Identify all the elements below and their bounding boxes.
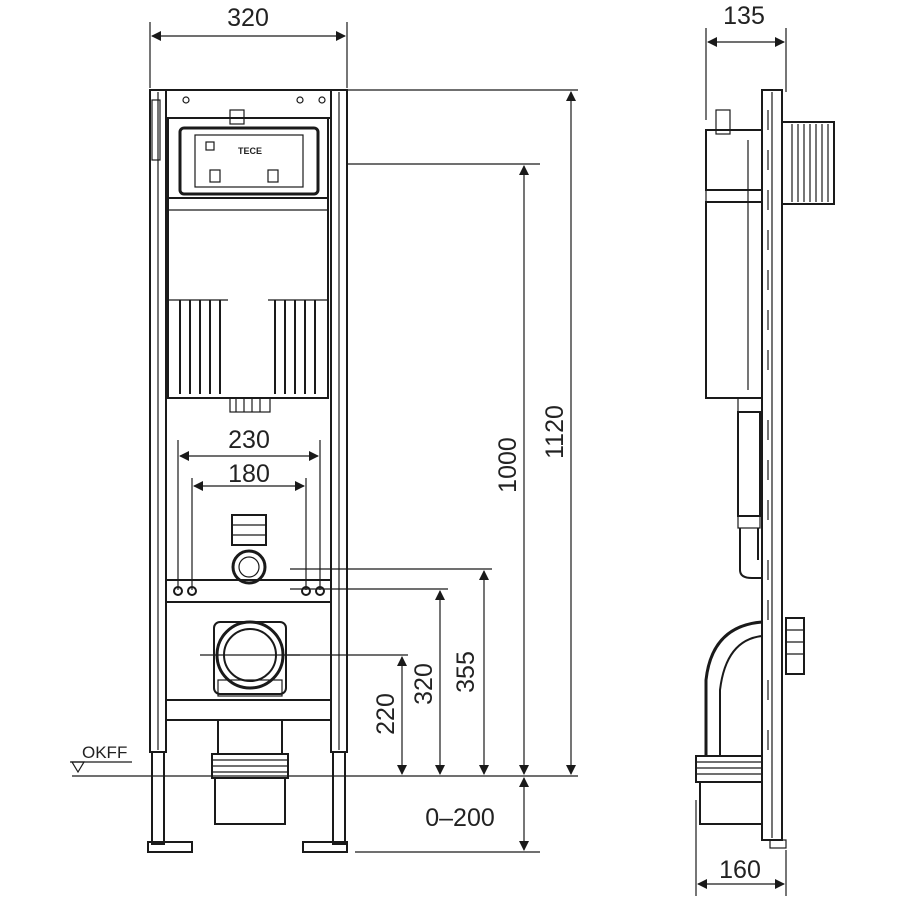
dim-spacing-outer: 230 <box>177 426 321 590</box>
side-drain-bend <box>695 620 763 825</box>
flush-pipe <box>231 514 267 585</box>
dim-height-frame: 1000 <box>494 165 529 775</box>
wc-outlet <box>200 620 300 697</box>
mounting-crossbar <box>165 579 332 603</box>
floor-line: OKFF <box>70 743 578 777</box>
dim-depth-bottom: 160 <box>695 800 787 896</box>
side-cistern <box>705 109 763 413</box>
dim-height-total: 1120 <box>541 91 576 775</box>
dim-depth-top-label: 135 <box>723 2 765 30</box>
dim-width-label: 320 <box>227 4 269 32</box>
dim-drain-height: 220 <box>372 656 407 775</box>
dim-drain-height-label: 220 <box>372 693 400 735</box>
dim-mount-height-label: 355 <box>452 651 480 693</box>
dim-outlet-height-label: 320 <box>410 663 438 705</box>
dim-spacing-inner: 180 <box>191 460 307 590</box>
side-view: 135 <box>695 2 835 896</box>
side-rail <box>761 89 787 849</box>
dim-depth-top: 135 <box>705 2 787 120</box>
side-insulation <box>781 121 835 675</box>
drain-pipe <box>211 719 289 825</box>
dim-foot-adjust-label: 0–200 <box>425 804 495 832</box>
dim-height-total-label: 1120 <box>541 405 569 459</box>
dim-outlet-height: 320 <box>410 590 445 775</box>
dim-depth-bottom-label: 160 <box>719 856 761 884</box>
frame-feet <box>147 751 348 853</box>
svg-text:TECE: TECE <box>238 146 262 156</box>
lower-crossbar <box>165 699 332 721</box>
cistern: TECE <box>167 109 329 413</box>
dim-spacing-outer-label: 230 <box>228 426 270 454</box>
dim-height-frame-label: 1000 <box>494 437 522 493</box>
dim-spacing-inner-label: 180 <box>228 460 270 488</box>
dim-width: 320 <box>149 4 348 88</box>
floor-label: OKFF <box>82 743 127 762</box>
dim-foot-adjust: 0–200 <box>425 777 529 851</box>
side-flush-pipe <box>737 411 762 579</box>
dim-mount-height: 355 <box>452 570 489 775</box>
front-view: 320 TECE <box>70 4 578 853</box>
